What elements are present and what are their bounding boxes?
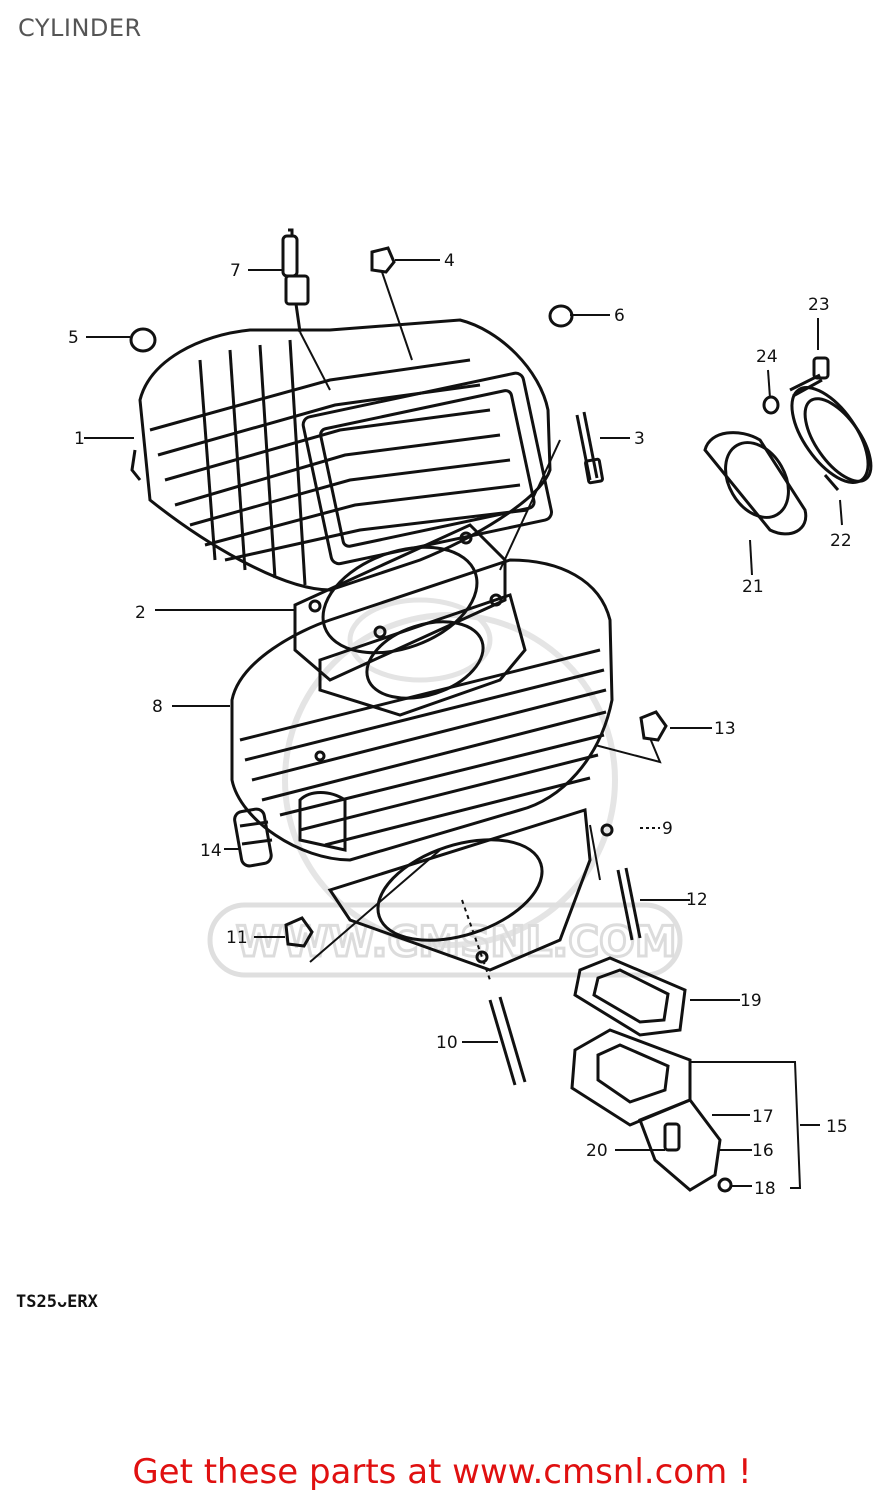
reed-washer bbox=[717, 1177, 733, 1193]
reed-valve bbox=[570, 1028, 692, 1127]
callout-labels: 1 2 3 4 5 6 7 8 9 10 11 12 13 14 15 16 1… bbox=[68, 251, 852, 1199]
cylinder-stud-right bbox=[616, 867, 642, 941]
callout-5: 5 bbox=[68, 328, 79, 348]
intake-clamp bbox=[790, 386, 873, 491]
callout-21: 21 bbox=[742, 577, 764, 597]
intake-washer bbox=[762, 395, 780, 415]
callout-15: 15 bbox=[826, 1117, 848, 1137]
cylinder-stud-long bbox=[488, 996, 527, 1086]
callout-18: 18 bbox=[754, 1179, 776, 1199]
callout-9: 9 bbox=[662, 819, 673, 839]
callout-4: 4 bbox=[444, 251, 455, 271]
reed-screw bbox=[663, 1122, 681, 1152]
callout-1: 1 bbox=[74, 429, 85, 449]
callout-2: 2 bbox=[135, 603, 146, 623]
cylinder-nut-11 bbox=[284, 916, 314, 948]
intake-bolt bbox=[789, 356, 830, 398]
callout-23: 23 bbox=[808, 295, 830, 315]
callout-17: 17 bbox=[752, 1107, 774, 1127]
reed-stopper bbox=[638, 1098, 722, 1192]
page-title: CYLINDER bbox=[18, 14, 142, 42]
cylinder-nut-13 bbox=[639, 710, 668, 742]
head-stud bbox=[575, 411, 604, 485]
head-cap-small bbox=[129, 327, 157, 353]
cylinder-head bbox=[130, 318, 553, 592]
callout-20: 20 bbox=[586, 1141, 608, 1161]
washer bbox=[548, 304, 574, 328]
exhaust-fitting bbox=[233, 807, 273, 868]
callout-16: 16 bbox=[752, 1141, 774, 1161]
reed-gasket bbox=[573, 956, 687, 1037]
intake-pipe-gasket bbox=[703, 431, 808, 536]
cylinder-block bbox=[230, 558, 614, 862]
callout-14: 14 bbox=[200, 841, 222, 861]
callout-3: 3 bbox=[634, 429, 645, 449]
callout-24: 24 bbox=[756, 347, 778, 367]
callout-22: 22 bbox=[830, 531, 852, 551]
callout-10: 10 bbox=[436, 1033, 458, 1053]
callout-7: 7 bbox=[230, 261, 241, 281]
model-code: TS25ᴗERX bbox=[16, 1292, 98, 1312]
callout-6: 6 bbox=[614, 306, 625, 326]
callout-13: 13 bbox=[714, 719, 736, 739]
head-nut bbox=[370, 246, 396, 274]
cmsnl-parts-link[interactable]: Get these parts at www.cmsnl.com ! bbox=[132, 1452, 752, 1492]
callout-19: 19 bbox=[740, 991, 762, 1011]
spark-plug bbox=[281, 228, 310, 333]
callout-11: 11 bbox=[226, 928, 248, 948]
leader-lines bbox=[84, 259, 843, 1189]
callout-8: 8 bbox=[152, 697, 163, 717]
callout-12: 12 bbox=[686, 890, 708, 910]
